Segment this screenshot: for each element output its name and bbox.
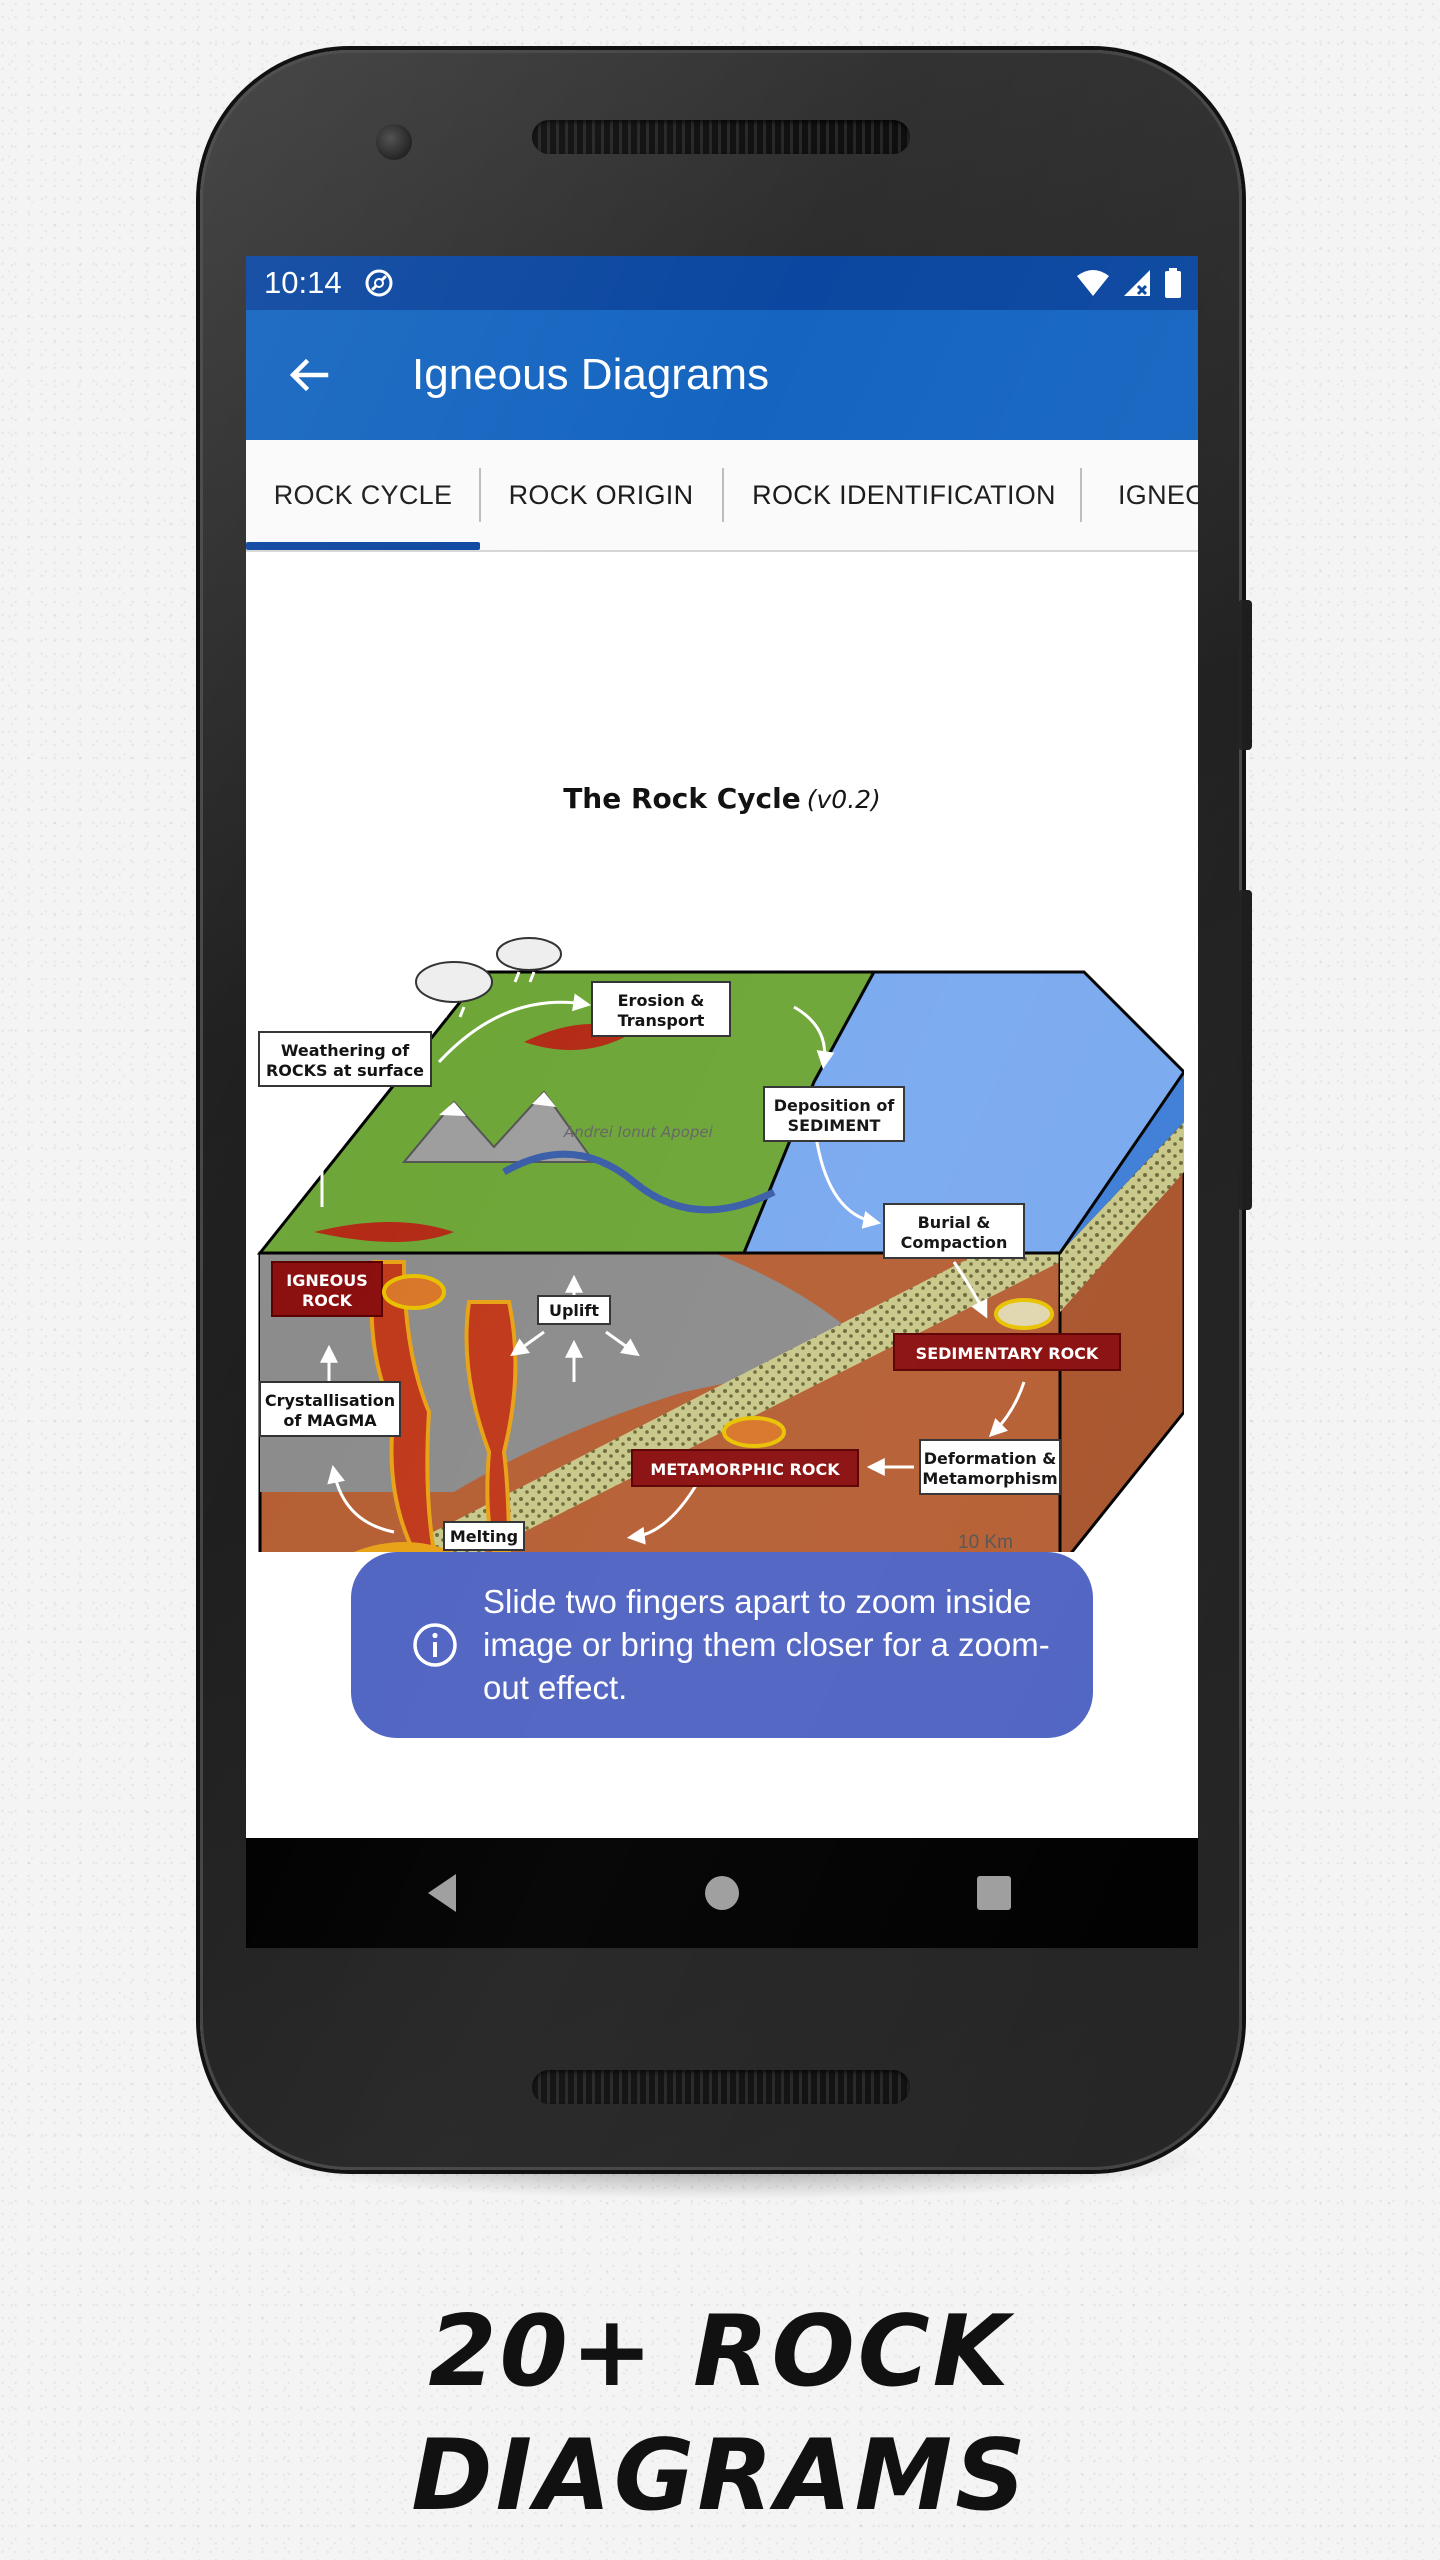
rock-cycle-diagram: Weathering of ROCKS at surface Erosion &… bbox=[256, 937, 1184, 1552]
toast-message: Slide two fingers apart to zoom inside i… bbox=[483, 1583, 1050, 1706]
promo-headline: 20+ ROCK DIAGRAMS bbox=[0, 2290, 1440, 2538]
sedimentary-rock-icon bbox=[994, 1298, 1054, 1330]
front-camera bbox=[376, 124, 412, 160]
arrow-back-icon[interactable] bbox=[282, 348, 336, 402]
label-weathering-1: Weathering of bbox=[281, 1041, 410, 1060]
nav-home-icon[interactable] bbox=[697, 1868, 747, 1918]
nav-back-icon[interactable] bbox=[418, 1868, 468, 1918]
label-burial-2: Compaction bbox=[901, 1233, 1008, 1252]
label-burial-1: Burial & bbox=[918, 1213, 991, 1232]
status-bar: 10:14 bbox=[246, 256, 1198, 310]
scale-label: 10 Km bbox=[958, 1532, 1013, 1553]
tab-strip: ROCK CYCLE ROCK ORIGIN ROCK IDENTIFICATI… bbox=[246, 440, 1198, 552]
tab-indicator bbox=[246, 542, 480, 550]
label-sedimentary: SEDIMENTARY ROCK bbox=[916, 1344, 1099, 1363]
phone-screen: 10:14 Igneous Diagrams ROC bbox=[246, 256, 1198, 1948]
nav-recents-icon[interactable] bbox=[969, 1868, 1019, 1918]
label-melting: Melting bbox=[450, 1527, 518, 1546]
signal-icon bbox=[1124, 270, 1150, 296]
wifi-icon bbox=[1077, 270, 1109, 296]
battery-icon bbox=[1165, 268, 1181, 298]
label-crystallisation-1: Crystallisation bbox=[265, 1391, 395, 1410]
diagram-viewer[interactable]: The Rock Cycle(v0.2) bbox=[246, 552, 1198, 1842]
tab-rock-cycle[interactable]: ROCK CYCLE bbox=[273, 479, 453, 510]
diagram-title: The Rock Cycle(v0.2) bbox=[563, 782, 881, 815]
page-title: Igneous Diagrams bbox=[412, 350, 770, 399]
label-uplift: Uplift bbox=[549, 1301, 599, 1320]
headline-line-1: 20+ ROCK bbox=[428, 2295, 1012, 2409]
label-deformation-1: Deformation & bbox=[924, 1449, 1057, 1468]
label-deposition-2: SEDIMENT bbox=[788, 1116, 881, 1135]
label-erosion-1: Erosion & bbox=[618, 991, 705, 1010]
status-icons bbox=[1076, 268, 1182, 298]
tab-divider bbox=[1080, 468, 1082, 522]
tab-rock-origin[interactable]: ROCK ORIGIN bbox=[508, 479, 694, 510]
label-erosion-2: Transport bbox=[618, 1011, 705, 1030]
label-metamorphic: METAMORPHIC ROCK bbox=[650, 1460, 840, 1479]
power-button bbox=[1238, 600, 1252, 750]
tab-divider bbox=[479, 468, 481, 522]
bottom-speaker-grille bbox=[532, 2070, 910, 2104]
app-bar: Igneous Diagrams bbox=[246, 310, 1198, 440]
tab-divider bbox=[722, 468, 724, 522]
zoom-hint-toast: Slide two fingers apart to zoom inside i… bbox=[351, 1552, 1093, 1738]
label-igneous-2: ROCK bbox=[302, 1291, 353, 1310]
status-time: 10:14 bbox=[264, 265, 342, 300]
label-igneous-1: IGNEOUS bbox=[286, 1271, 368, 1290]
top-speaker-grille bbox=[532, 120, 910, 154]
cloud-icon bbox=[415, 937, 562, 1018]
info-icon bbox=[413, 1623, 457, 1667]
label-crystallisation-2: of MAGMA bbox=[283, 1411, 377, 1430]
tab-igneous-partial[interactable]: IGNEO bbox=[1118, 479, 1198, 510]
tab-rock-identification[interactable]: ROCK IDENTIFICATION bbox=[752, 479, 1056, 510]
diagram-credit: Andrei Ionut Apopei bbox=[563, 1123, 714, 1141]
volcano-rock-icon bbox=[382, 1274, 446, 1310]
sync-circle-icon bbox=[365, 269, 393, 297]
volume-button bbox=[1238, 890, 1252, 1210]
label-deformation-2: Metamorphism bbox=[922, 1469, 1057, 1488]
label-deposition-1: Deposition of bbox=[774, 1096, 896, 1115]
metamorphic-rock-icon bbox=[722, 1416, 786, 1448]
system-nav-bar bbox=[246, 1838, 1198, 1948]
headline-line-2: DIAGRAMS bbox=[411, 2419, 1029, 2533]
label-weathering-2: ROCKS at surface bbox=[266, 1061, 424, 1080]
